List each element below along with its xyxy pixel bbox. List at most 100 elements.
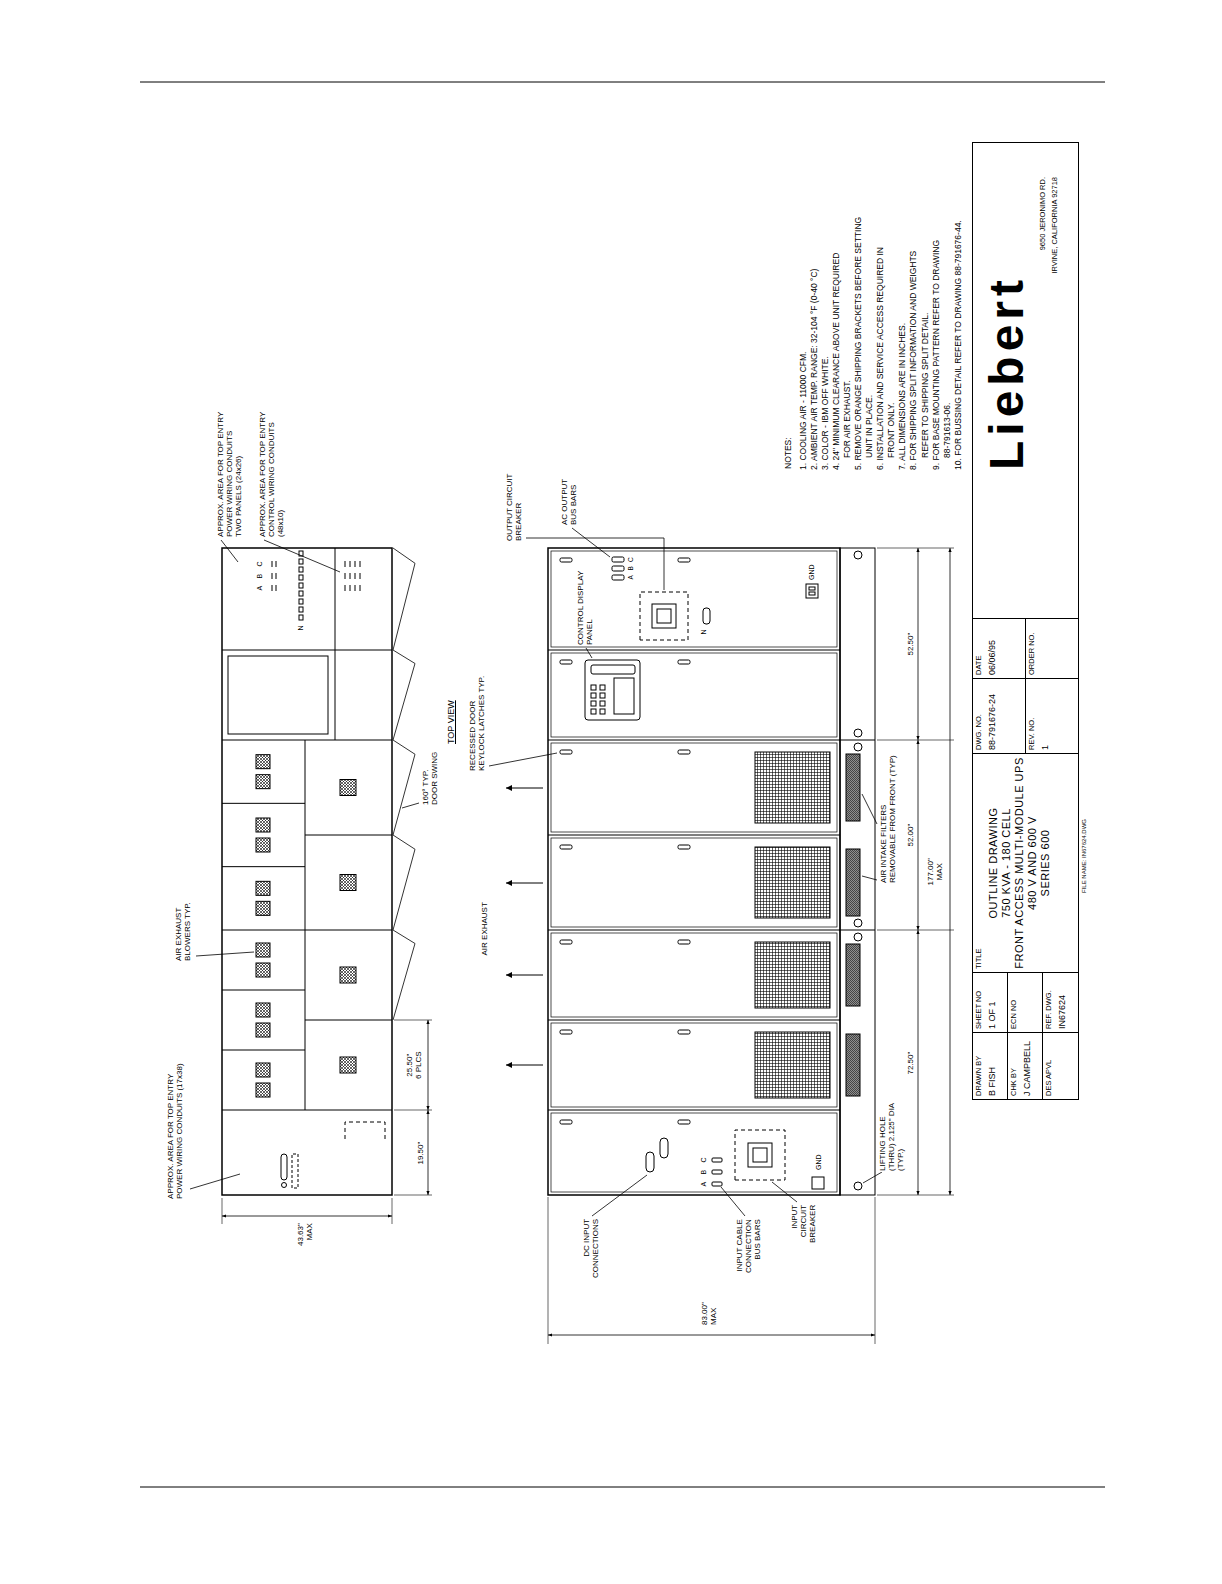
dimension-label: 52.00" <box>906 823 915 848</box>
cell-divider <box>222 803 305 804</box>
title-block-cell: DATE06/06/95 <box>972 618 1026 679</box>
dimension-line <box>428 1020 429 1110</box>
breaker-handle <box>753 1148 767 1162</box>
text-line: BREAKER <box>808 1205 817 1243</box>
text-line: POWER WIRING CONDUITS (17x38) <box>175 1063 184 1199</box>
control-bar <box>355 573 356 579</box>
lifting-hole <box>854 1182 862 1190</box>
text-line: (48x10) <box>276 412 285 537</box>
field-name: DRAWN BY <box>975 1036 984 1096</box>
blower-square <box>256 881 270 895</box>
circuit-breaker <box>735 1130 785 1180</box>
text-line: AC OUTPUT <box>560 479 569 525</box>
bus-bar <box>292 1154 298 1188</box>
text-line: 4. 24" MINIMUM CLEARANCE ABOVE UNIT REQU… <box>831 217 842 470</box>
leader-line <box>221 540 238 562</box>
bus-bar <box>712 1182 722 1186</box>
intake-filter <box>846 944 860 1006</box>
terminal-label: A <box>700 1181 708 1188</box>
field-value: B FISH <box>987 1036 997 1096</box>
exhaust-arrow <box>506 788 543 789</box>
phase-bar <box>276 585 277 591</box>
dimension-label: 25.50" 6 PLCS <box>405 1050 423 1080</box>
door-swing <box>393 930 415 1020</box>
field-name: ORDER NO. <box>1028 622 1037 675</box>
extension-line <box>877 740 954 741</box>
note-text: 4. 24" MINIMUM CLEARANCE ABOVE UNIT REQU… <box>831 217 853 470</box>
text-line: KEYLOCK LATCHES TYP. <box>477 676 486 771</box>
dimension-line <box>918 548 919 740</box>
control-bar <box>345 573 346 579</box>
title-block-cell: DWG. NO.88-791676-24 <box>972 678 1026 754</box>
dimension-label: 43.63" MAX <box>296 1222 314 1247</box>
neutral-bar <box>299 567 303 572</box>
neutral-bar <box>299 591 303 596</box>
callout-label: 160° TYP. DOOR SWING <box>421 751 439 806</box>
section-divider <box>222 740 392 741</box>
door-latch <box>560 1120 572 1124</box>
text-line: DC INPUT <box>582 1219 591 1278</box>
leader-line <box>264 540 340 572</box>
door-latch <box>560 940 572 944</box>
phase-bar <box>276 561 277 567</box>
phase-bar <box>272 585 273 591</box>
door-latch <box>678 940 690 944</box>
door-panel <box>551 551 837 647</box>
door-swing <box>393 650 415 740</box>
callout-label: AIR EXHAUST <box>480 901 489 956</box>
blower-square <box>256 1063 270 1077</box>
intake-filter <box>846 754 860 821</box>
cell-divider <box>305 1020 392 1021</box>
terminal-symbol <box>282 1183 287 1188</box>
control-bar <box>360 561 361 567</box>
text-line: APPROX. AREA FOR TOP ENTRY <box>166 1063 175 1199</box>
terminal-label: B <box>256 573 264 580</box>
cabinet-divider <box>548 740 840 741</box>
callout-label: INPUT CIRCUIT BREAKER <box>790 1204 818 1244</box>
text-line: CONNECTION <box>744 1219 753 1273</box>
title-block-cell: ECN NO <box>1007 972 1043 1033</box>
ground-terminal <box>809 592 815 595</box>
exhaust-arrow <box>506 975 543 976</box>
blower-square <box>340 1057 356 1073</box>
door-panel <box>551 1113 837 1192</box>
cell-divider <box>222 866 305 867</box>
leader-line <box>862 794 877 824</box>
text-line: OUTPUT CIRCUIT <box>505 474 514 541</box>
front-view-outline <box>548 548 840 1195</box>
extension-line <box>875 1197 876 1344</box>
bus-bar <box>612 566 624 571</box>
text-line: 177.00" <box>926 858 935 885</box>
dimension-line <box>918 930 919 1195</box>
callout-label: OUTPUT CIRCUIT BREAKER <box>505 473 523 542</box>
text-line: 88-791613-06. <box>942 217 953 470</box>
bus-bar <box>281 1154 287 1180</box>
notes-heading: NOTES: <box>784 436 794 470</box>
extension-line <box>394 1110 432 1111</box>
leader-line <box>190 1174 240 1189</box>
callout-label: INPUT CABLE CONNECTION BUS BARS <box>735 1218 763 1274</box>
field-name: REF. DWG. <box>1045 976 1054 1029</box>
door-latch <box>678 1120 690 1124</box>
extension-line <box>394 1195 432 1196</box>
door-latch <box>678 558 690 562</box>
note-text: 8. FOR SHIPPING SPLIT INFORMATION AND WE… <box>908 217 930 470</box>
text-line: INPUT CABLE <box>735 1219 744 1273</box>
bus-bar <box>712 1158 722 1162</box>
breaker-body <box>748 1143 772 1167</box>
blower-square <box>256 943 270 957</box>
field-value: 480 V AND 600 V <box>1026 757 1039 969</box>
cabinet-divider <box>548 1110 840 1111</box>
callout-label: LIFTING HOLE (THRU) 2.125" DIA (TYP.) <box>878 1102 906 1172</box>
lifting-hole <box>854 933 862 941</box>
note-text: 5. REMOVE ORANGE SHIPPING BRACKETS BEFOR… <box>853 217 875 470</box>
text-line: CONNECTIONS <box>591 1219 600 1278</box>
neutral-bar <box>299 599 303 604</box>
leader-line <box>196 952 254 956</box>
door-latch <box>560 1030 572 1034</box>
title-block-cell: CHK BYJ CAMPBELL <box>1007 1032 1043 1100</box>
cell-divider <box>222 1050 305 1051</box>
text-line: MAX <box>935 858 944 885</box>
control-bar <box>345 561 346 567</box>
text-line: APPROX. AREA FOR TOP ENTRY <box>216 412 225 537</box>
